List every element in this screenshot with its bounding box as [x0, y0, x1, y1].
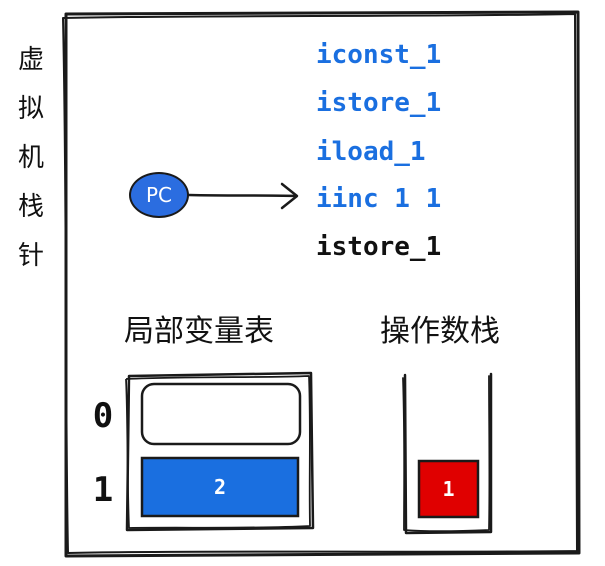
- pc-label-char: 栈: [17, 192, 44, 222]
- instruction-0: iconst_1: [316, 40, 442, 70]
- frame: [62, 10, 581, 558]
- local-slot-index: 0: [92, 396, 114, 436]
- instruction-1: istore_1: [316, 88, 442, 118]
- local-slot-0: [140, 382, 302, 446]
- stack-item-value: 1: [442, 477, 455, 501]
- stack-item-box: [417, 459, 480, 519]
- pc-badge: PC: [129, 172, 189, 218]
- operand-stack-title: 操作数栈: [380, 314, 500, 349]
- local-variables-box: [125, 371, 315, 532]
- local-slot-1: [140, 456, 300, 518]
- pc-label-char: 虚: [17, 45, 44, 75]
- pc-register-label: 虚 拟 机 栈 针: [14, 36, 48, 281]
- instruction-4: istore_1: [316, 232, 442, 262]
- pc-label-char: 针: [17, 241, 44, 271]
- pc-label-char: 机: [17, 143, 44, 173]
- pc-arrow: [187, 182, 299, 210]
- local-variables-title: 局部变量表: [124, 314, 274, 349]
- local-slot-index: 1: [92, 470, 114, 510]
- instruction-3: iinc 1 1: [316, 184, 442, 214]
- local-slot-value: 2: [213, 475, 227, 499]
- pc-label-char: 拟: [17, 94, 44, 124]
- operand-stack-container: [402, 372, 493, 535]
- instruction-2: iload_1: [316, 137, 426, 167]
